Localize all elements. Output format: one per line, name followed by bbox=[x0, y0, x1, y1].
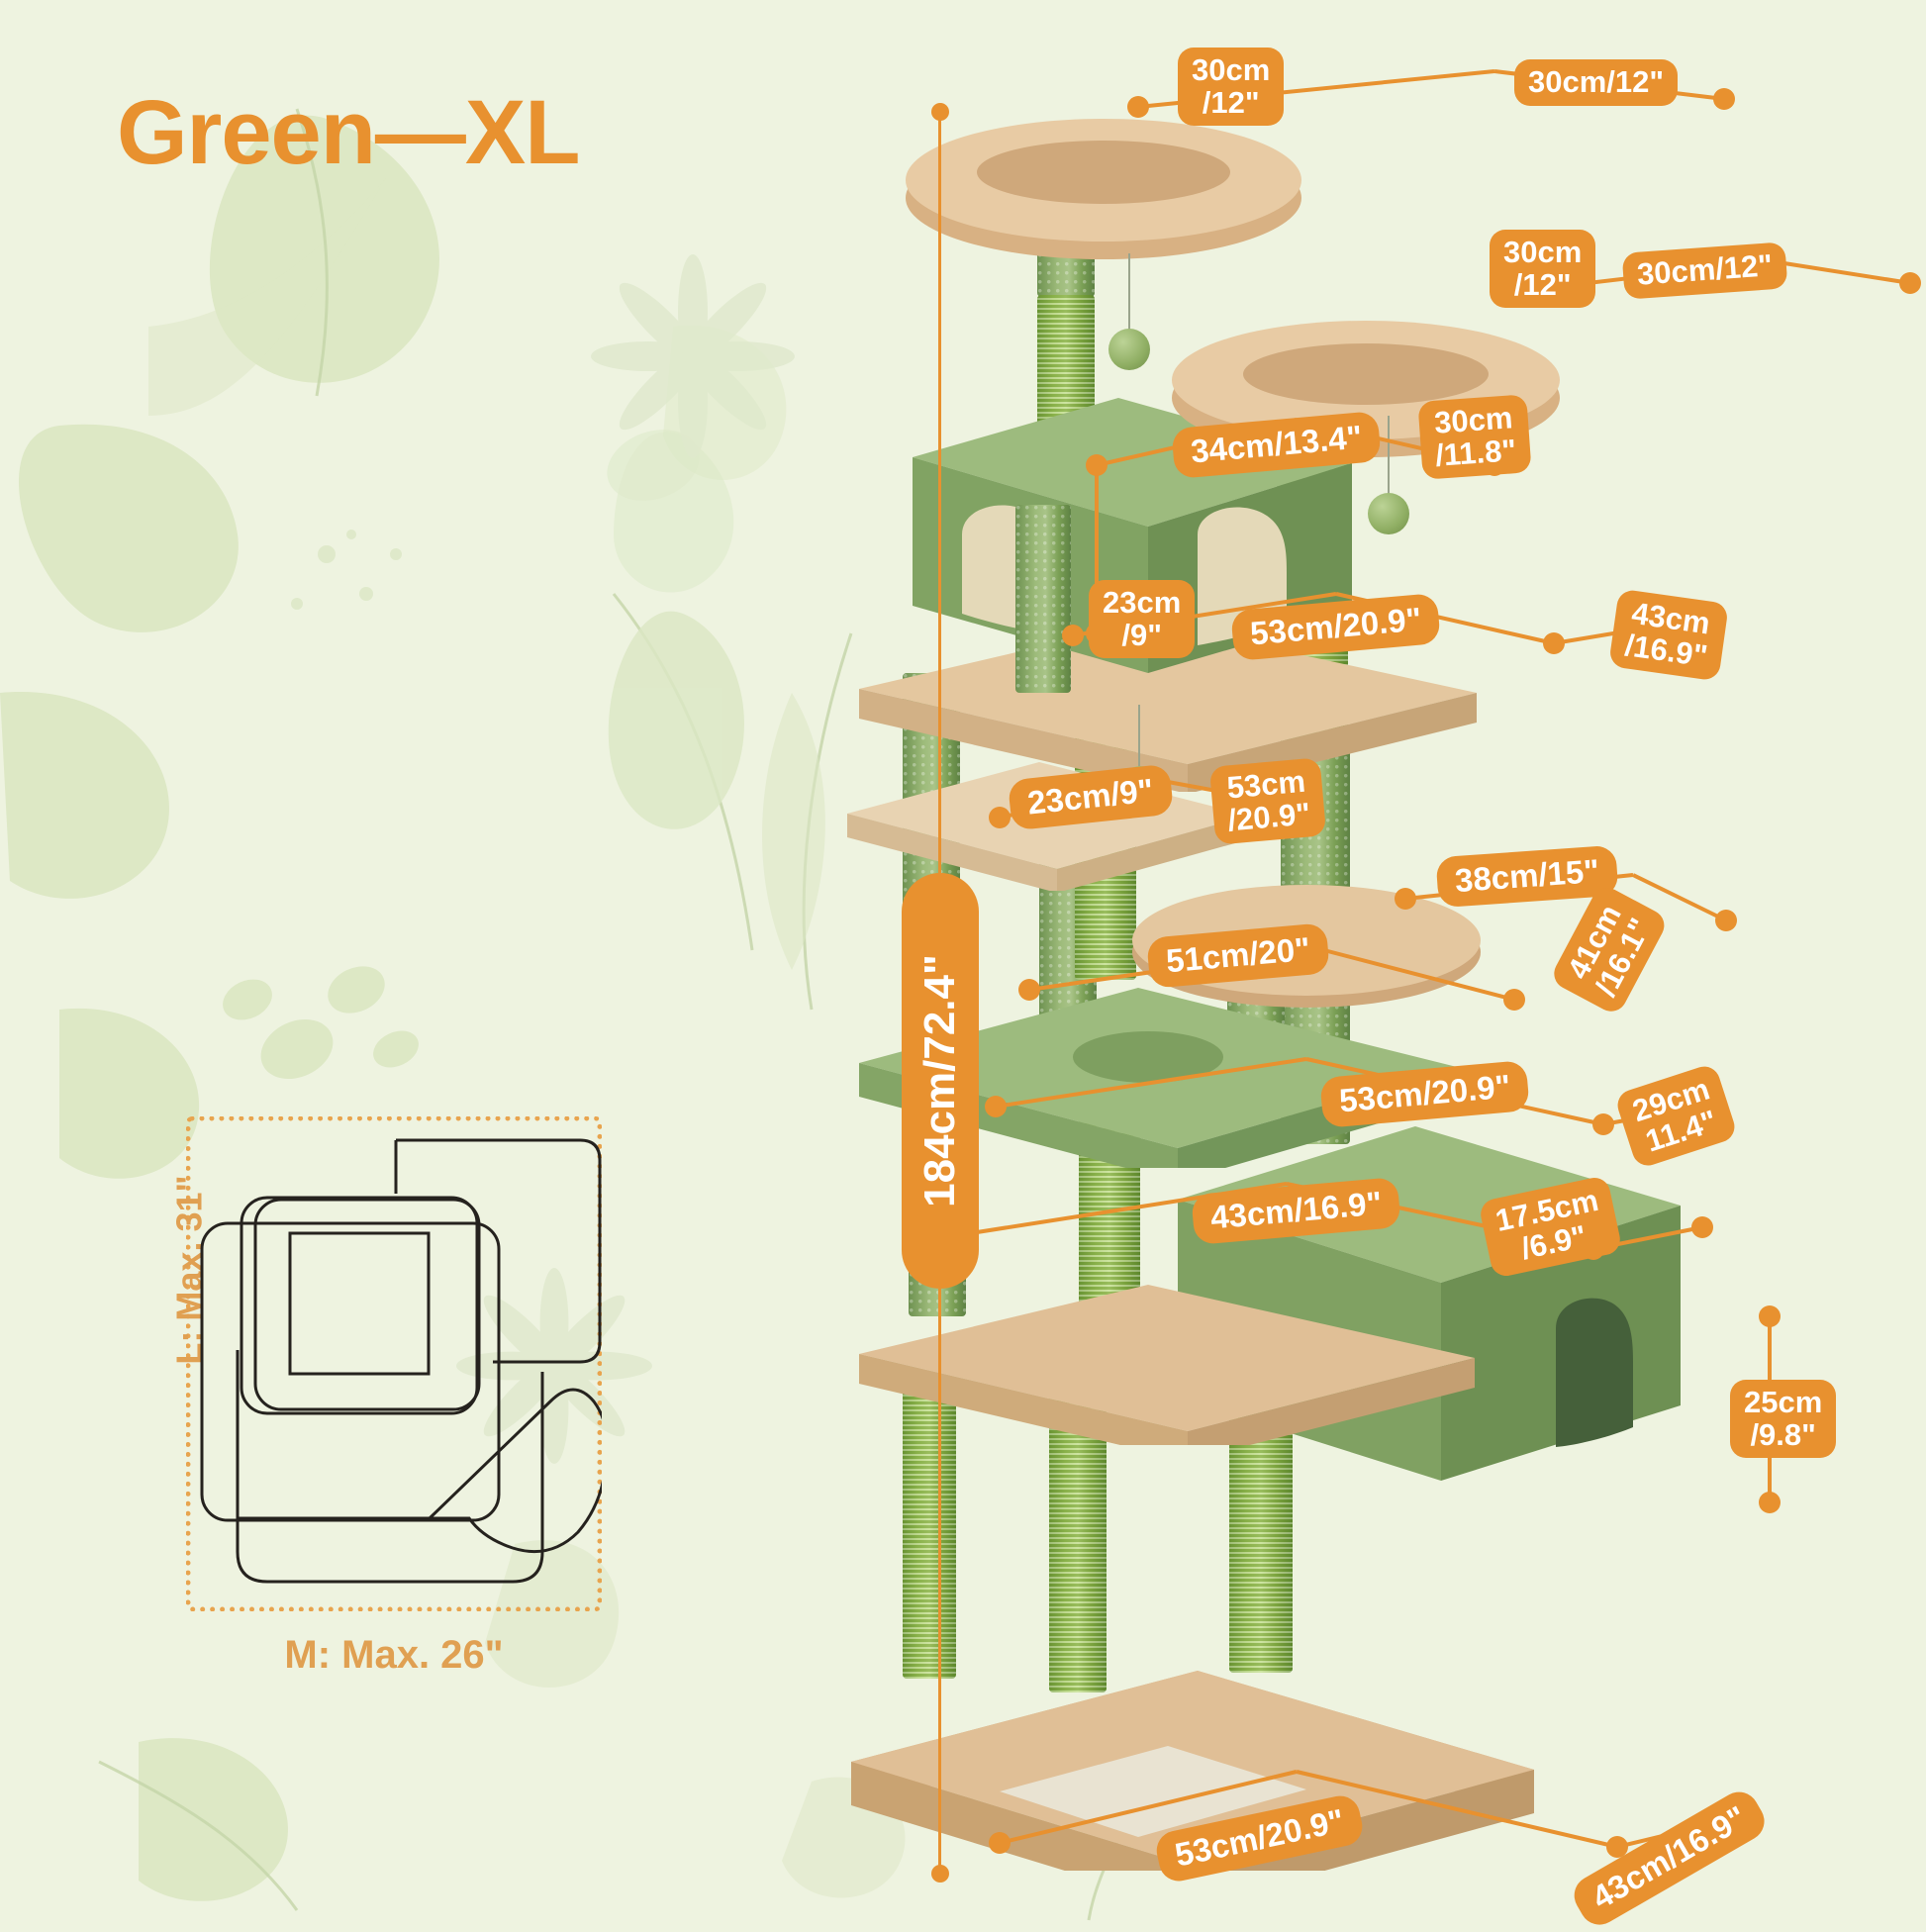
height-ruler-dot-bottom bbox=[931, 1865, 949, 1883]
post-base-mid bbox=[1049, 1396, 1107, 1692]
cat-tree-illustration bbox=[841, 59, 1890, 1871]
pet-size-medium-label: M: Max. 26" bbox=[284, 1633, 504, 1677]
height-ruler-line-bottom bbox=[938, 1289, 941, 1873]
dim-house-opening: 25cm /9.8" bbox=[1730, 1380, 1837, 1459]
toy-ball-top bbox=[1108, 329, 1150, 370]
top-bed bbox=[906, 119, 1301, 259]
toy-string-top bbox=[1128, 253, 1130, 333]
dim-condo-depth: 30cm /11.8" bbox=[1417, 394, 1532, 480]
toy-string-mid bbox=[1138, 705, 1140, 770]
height-ruler-line-top bbox=[938, 111, 941, 873]
pet-size-diagram-frame bbox=[186, 1116, 602, 1611]
dim-mid-shelf-width: 53cm /20.9" bbox=[1208, 757, 1326, 845]
page-title: Green—XL bbox=[117, 82, 580, 183]
dim-condo-height: 23cm /9" bbox=[1089, 580, 1196, 659]
pet-size-outline-drawing bbox=[200, 1138, 602, 1584]
post-base-left bbox=[903, 1382, 956, 1679]
dim-upper-platform-depth: 43cm /16.9" bbox=[1608, 588, 1729, 682]
post-condo-inner bbox=[1015, 505, 1071, 693]
dim-top-bed-depth: 30cm /12" bbox=[1178, 48, 1285, 127]
toy-ball-right bbox=[1368, 493, 1409, 534]
dim-second-bed-depth: 30cm /12" bbox=[1490, 230, 1596, 309]
height-ruler-dot-top bbox=[931, 103, 949, 121]
overall-height-label: 184cm/72.4" bbox=[902, 873, 979, 1289]
dim-top-bed-width: 30cm/12" bbox=[1514, 59, 1679, 106]
bottom-shelf bbox=[859, 1285, 1475, 1445]
toy-string-right bbox=[1388, 416, 1390, 497]
